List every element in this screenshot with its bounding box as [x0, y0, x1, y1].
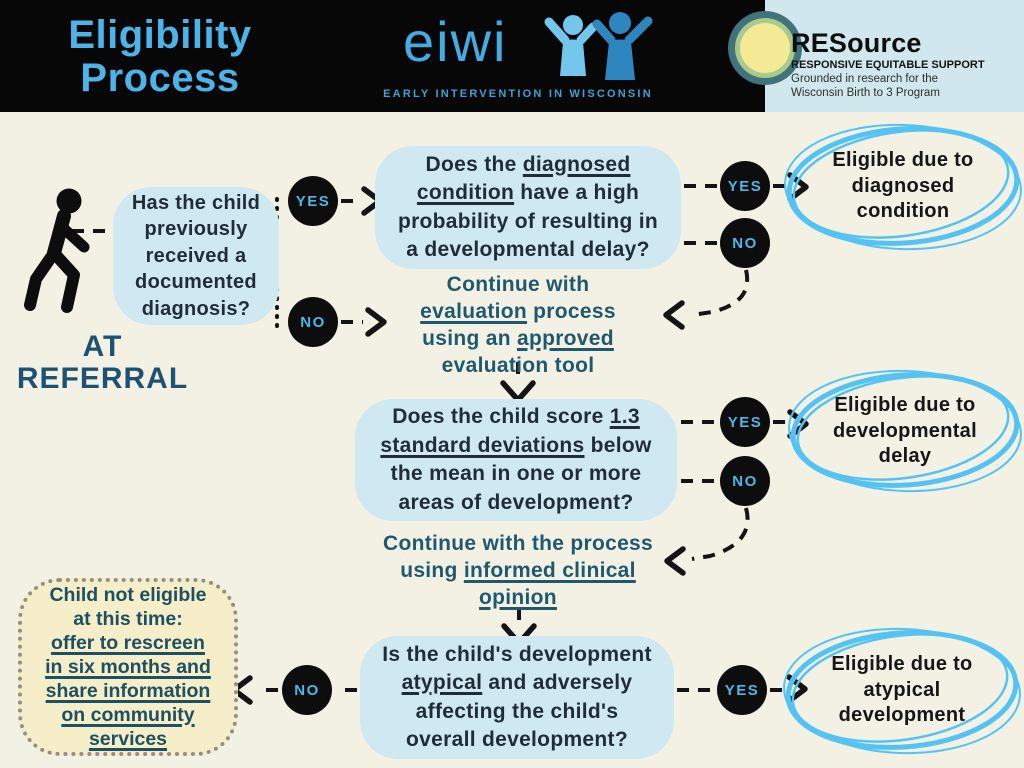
outcome-developmental-delay: Eligible due to developmental delay [833, 394, 977, 467]
no-badge-1: NO [288, 297, 338, 347]
question-line: Does the diagnosed [425, 152, 631, 176]
outcome-diagnosed-condition: Eligible due to diagnosed condition [832, 149, 974, 222]
resource-name: RESource [791, 28, 922, 58]
question-line: overall development? [406, 728, 628, 751]
question-line: previously [144, 218, 248, 241]
question-line: affecting the child's [415, 699, 619, 723]
question-box-documented-diagnosis: Has the child previously received a docu… [113, 187, 279, 325]
question-line: areas of development? [398, 490, 634, 514]
no-badge-2: NO [720, 218, 770, 268]
page-title-line1: Eligibility [68, 13, 252, 57]
yes-badge-1: YES [288, 176, 338, 226]
arrowhead-left-icon [664, 546, 686, 576]
arrowhead-left-icon [663, 300, 685, 330]
page-title: Eligibility Process [30, 14, 290, 100]
continue-clinical-opinion-note: Continue with the process using informed… [382, 532, 654, 609]
question-box-standard-deviations: Does the child score 1.3 standard deviat… [355, 399, 677, 521]
question-box-atypical-development: Is the child's development atypical and … [360, 636, 674, 759]
question-line: atypical and adversely [401, 671, 633, 694]
question-box-diagnosed-condition: Does the diagnosed condition have a high… [375, 146, 681, 269]
yes-badge-3: YES [720, 397, 770, 447]
outcome-atypical-development: Eligible due to atypical development [831, 653, 973, 726]
yes-badge-4: YES [717, 665, 767, 715]
question-line: Does the child score 1.3 [392, 405, 640, 428]
header-bar: Eligibility Process eiwi EARLY INTERVENT… [0, 0, 1024, 112]
question-line: probability of resulting in [397, 209, 659, 233]
question-line: diagnosis? [141, 297, 251, 320]
eiwi-tagline: EARLY INTERVENTION IN WISCONSIN [383, 88, 653, 100]
question-line: standard deviations below [380, 433, 652, 457]
question-line: received a [145, 244, 247, 267]
eiwi-logo-wordmark: eiwi [403, 10, 508, 73]
question-line: Has the child [131, 191, 261, 214]
no-to-continue2-curve [691, 507, 750, 561]
yes-badge-2: YES [720, 161, 770, 211]
arrowhead-right-icon [365, 307, 387, 337]
resource-tagline-line1: Grounded in research for the [791, 73, 939, 85]
walking-person-icon [24, 188, 90, 313]
not-eligible-box: Child not eligible at this time: offer t… [18, 578, 238, 756]
resource-text-block: RESource RESPONSIVE EQUITABLE SUPPORT Gr… [791, 28, 1021, 100]
question-line: documented [135, 271, 257, 294]
no-badge-4: NO [282, 665, 332, 715]
eiwi-cheering-people-icon [544, 12, 653, 80]
page-title-line2: Process [80, 56, 240, 100]
resource-rings-icon [728, 11, 802, 85]
question-line: a developmental delay? [406, 238, 650, 261]
stage-label-at-referral: AT REFERRAL [16, 330, 189, 395]
no-to-continue1-curve [691, 269, 750, 317]
question-line: Is the child's development [382, 642, 652, 666]
question-line: condition have a high [416, 181, 640, 204]
question-line: the mean in one or more [390, 462, 642, 485]
arrowhead-down-icon [500, 380, 536, 403]
resource-tagline-line2: Wisconsin Birth to 3 Program [791, 87, 940, 99]
no-badge-3: NO [720, 456, 770, 506]
resource-subtitle: RESPONSIVE EQUITABLE SUPPORT [791, 59, 985, 71]
resource-panel [765, 0, 1024, 112]
continue-evaluation-note: Continue with evaluation process using a… [420, 273, 616, 377]
